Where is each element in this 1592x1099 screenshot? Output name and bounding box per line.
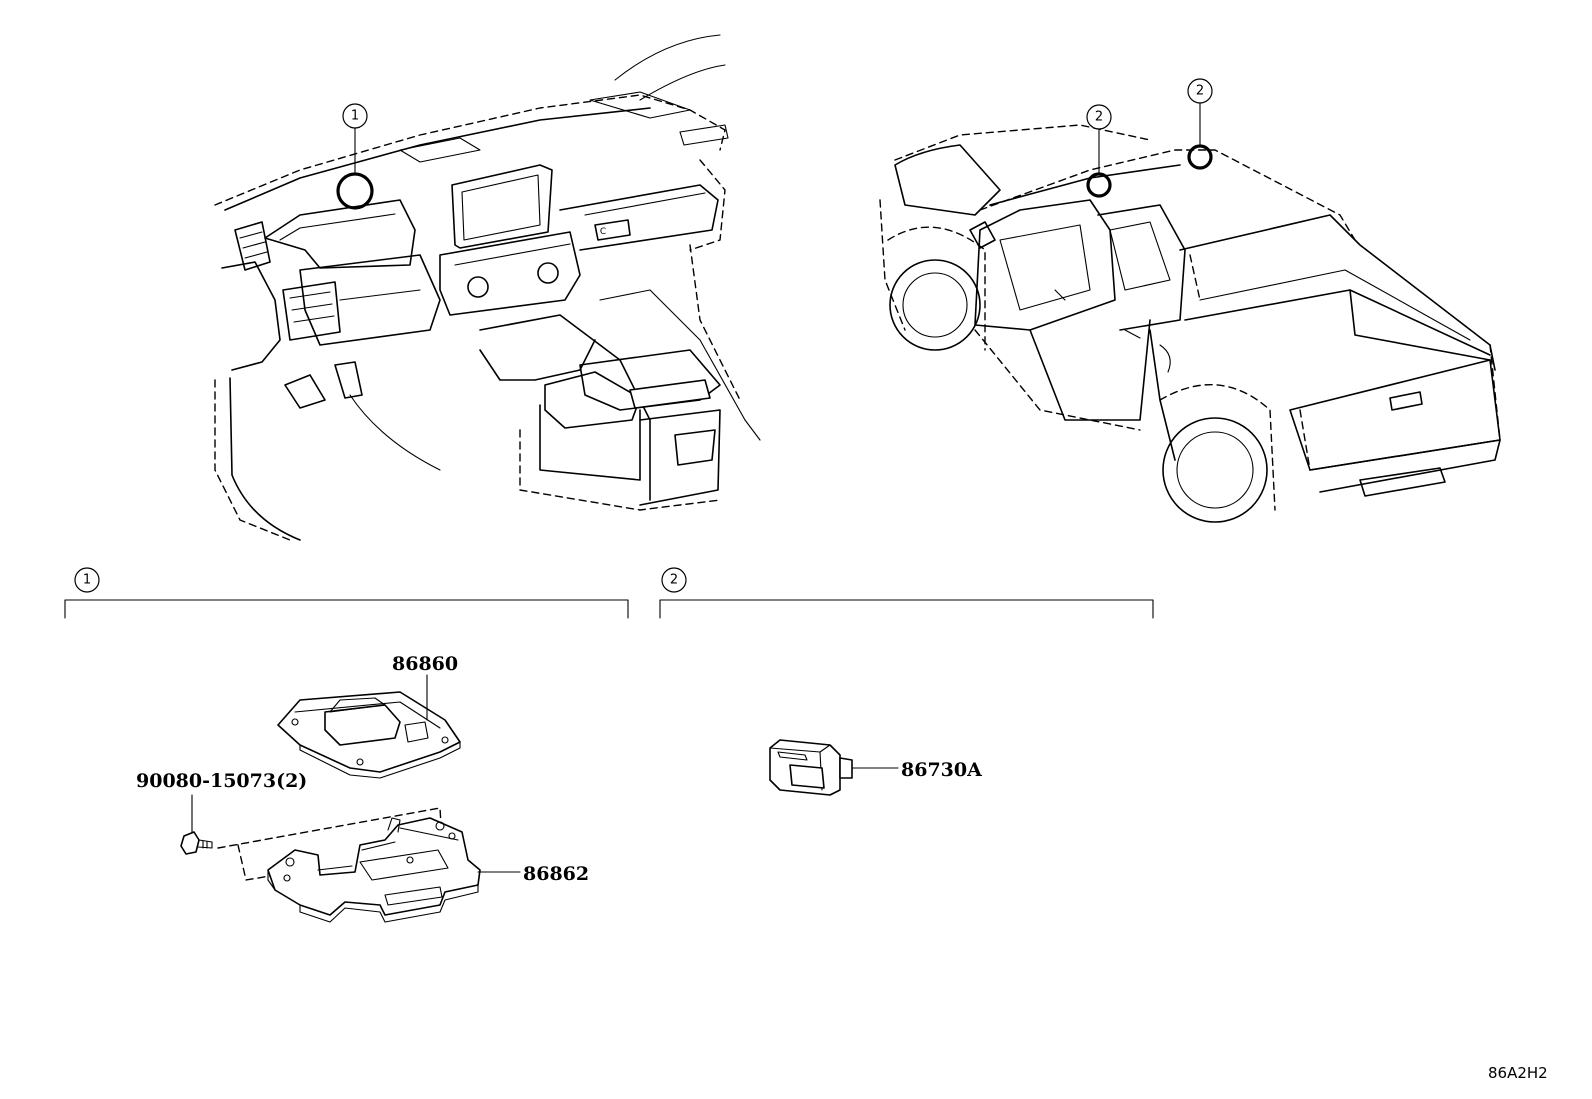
- dashboard-illustration: C 1: [214, 34, 761, 541]
- assembly-guide-line: [217, 807, 443, 849]
- module-86860[interactable]: 86860: [277, 653, 461, 779]
- location-ring-1: [336, 172, 374, 210]
- part-number-label: 90080-15073(2): [136, 770, 307, 792]
- section-number: 1: [83, 573, 91, 588]
- diagram-code: 86A2H2: [1488, 1064, 1548, 1082]
- callout-number: 2: [1196, 84, 1204, 99]
- section-number: 2: [670, 573, 678, 588]
- bolt-90080-15073[interactable]: 90080-15073(2): [136, 770, 307, 855]
- section-2-header: 2: [659, 567, 1154, 619]
- sensor-86730A[interactable]: 86730A: [769, 739, 982, 796]
- callout-circle-1: [342, 103, 368, 129]
- callout-circle-2b: [1187, 78, 1213, 104]
- part-number-label: 86862: [523, 863, 589, 885]
- part-number-label: 86860: [392, 653, 458, 675]
- part-number-label: 86730A: [901, 759, 982, 781]
- callout-number: 1: [351, 109, 359, 124]
- callout-number: 2: [1095, 110, 1103, 125]
- section-1-header: 1: [64, 567, 629, 619]
- callout-circle-2a: [1086, 104, 1112, 130]
- svg-text:C: C: [600, 227, 606, 237]
- assembly-guide-line: [237, 844, 271, 881]
- truck-illustration: 2 2: [879, 78, 1501, 523]
- bracket-86862[interactable]: 86862: [267, 817, 589, 923]
